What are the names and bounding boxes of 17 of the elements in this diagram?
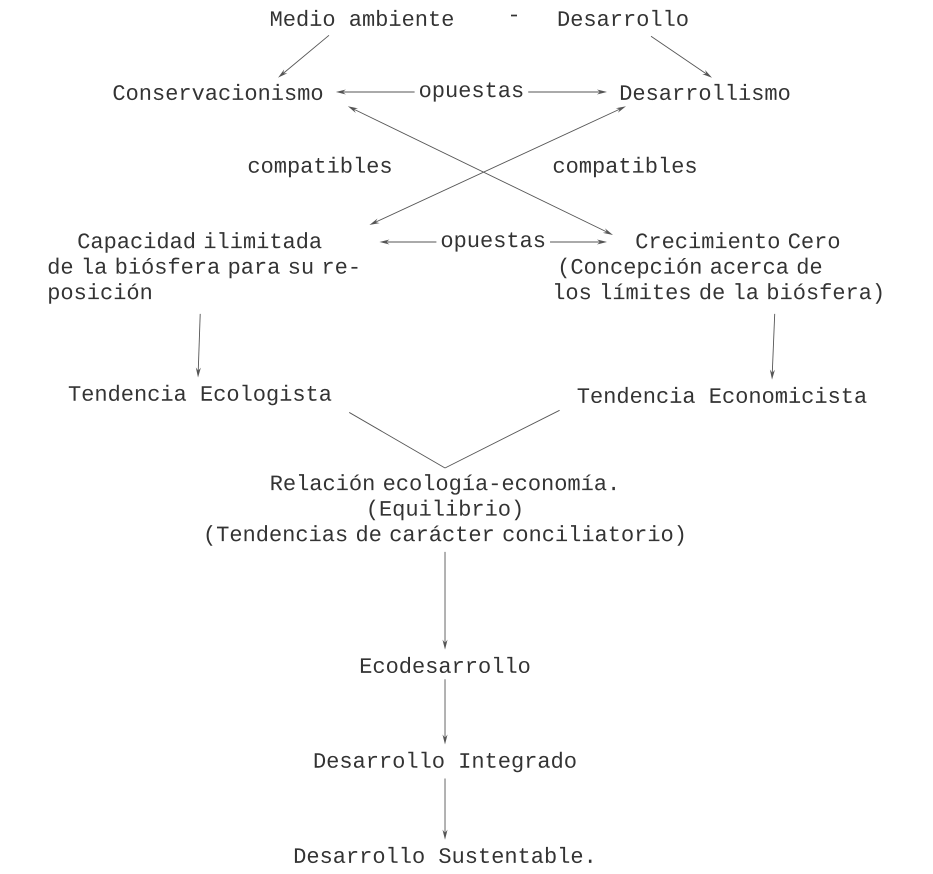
concept-text: Desarrollo Sustentable.: [294, 846, 592, 864]
edge-label: opuestas: [436, 228, 550, 256]
concept-text: Crecimiento Cero (Concepción acerca de los límites de la biósfera): [555, 232, 882, 304]
relation-label: -: [511, 14, 517, 16]
relation-label: compatibles: [554, 156, 696, 178]
concept-text: Ecodesarrollo: [360, 656, 530, 674]
concept-text: Tendencia Ecologista: [68, 384, 332, 406]
relation-label: compatibles: [248, 156, 391, 178]
concept-text: Relación ecología-economía. (Equilibrio) (Tendencias de carácter conciliatorio): [206, 474, 684, 546]
concept-text: Desarrollo: [558, 10, 688, 26]
concept-text: Capacidad ilimitada de la biósfera para su re- posición: [48, 232, 358, 304]
edge-label: opuestas: [414, 78, 528, 106]
concept-text: Desarrollo Integrado: [314, 752, 576, 772]
concept-text: Tendencia Economicista: [578, 386, 866, 404]
concept-text: Conservacionismo: [114, 84, 322, 100]
concept-text: Desarrollismo: [620, 84, 790, 100]
concept-text: Medio ambiente: [270, 10, 453, 26]
